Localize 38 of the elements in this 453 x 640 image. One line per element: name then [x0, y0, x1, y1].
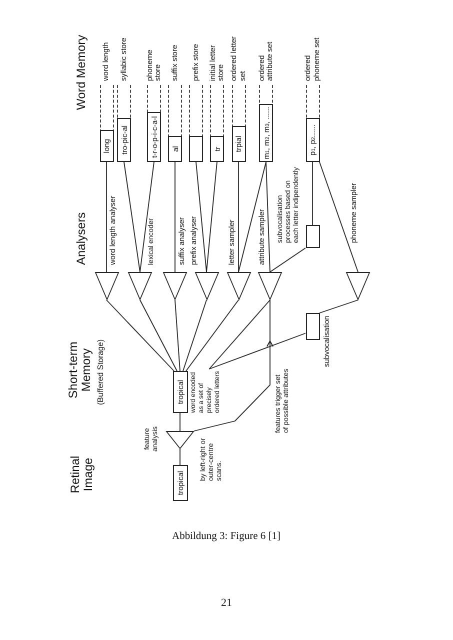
connector-line [208, 300, 270, 370]
column-subheading: (Buffered Storage) [96, 339, 105, 405]
empty-box [306, 225, 320, 248]
triangle-symbol [163, 272, 187, 300]
page-number: 21 [221, 597, 232, 609]
column-heading: Short-term Memory [67, 340, 93, 400]
column-heading: Analysers [75, 212, 88, 265]
connector-line [238, 162, 239, 272]
connector-line [140, 300, 178, 372]
connector-line [140, 162, 154, 272]
triangle-symbol [128, 272, 152, 300]
empty-box [306, 313, 320, 340]
column-heading: Retinal Image [69, 454, 95, 496]
connector-line [319, 300, 358, 314]
connector-line [319, 162, 358, 272]
connector-line [208, 332, 306, 370]
connector-line [196, 162, 207, 272]
connector-line [206, 162, 218, 272]
connector-line [312, 162, 313, 226]
connector-line [182, 300, 207, 372]
connector-line [106, 162, 107, 272]
connector-line [106, 300, 174, 372]
connector-line [124, 162, 140, 272]
column-heading: Word Memory [75, 34, 88, 110]
connector-line [186, 300, 239, 372]
triangle-symbol [166, 431, 194, 449]
triangle-symbol [258, 272, 282, 300]
connector-line [174, 300, 180, 372]
connector-line [174, 162, 176, 272]
figure-caption: Abbildung 3: Figure 6 [1] [172, 531, 280, 542]
triangle-symbol [346, 272, 370, 300]
connector-line [238, 162, 266, 272]
empty-box [189, 85, 203, 162]
triangle-symbol [94, 272, 118, 300]
connector-line [266, 162, 270, 272]
connector-line [270, 248, 306, 272]
triangle-symbol [226, 272, 250, 300]
triangle-symbol [194, 272, 218, 300]
